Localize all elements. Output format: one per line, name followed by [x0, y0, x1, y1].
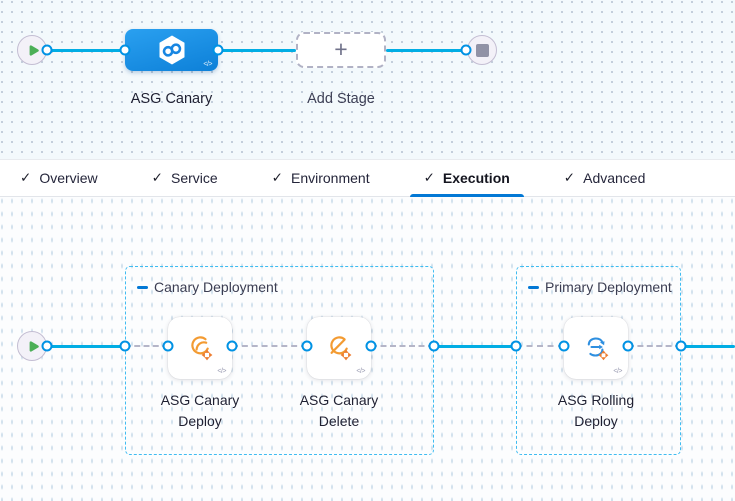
tab-execution[interactable]: ✓ Execution: [409, 160, 525, 197]
asg-canary-deploy-icon: [191, 336, 213, 361]
play-icon: [29, 44, 39, 56]
connection-point[interactable]: [460, 44, 472, 56]
step-node-asg-canary-deploy[interactable]: </>: [168, 317, 232, 379]
group-title: Canary Deployment: [154, 279, 278, 295]
group-header-primary: Primary Deployment: [528, 279, 672, 295]
asg-rolling-deploy-icon: [587, 337, 609, 361]
check-icon: ✓: [271, 170, 283, 185]
tab-label: Execution: [442, 170, 510, 186]
yaml-code-badge[interactable]: </>: [203, 61, 212, 68]
tab-label: Service: [170, 170, 218, 186]
connection-point[interactable]: [119, 340, 131, 352]
step-label-asg-canary-deploy: ASG Canary Deploy: [160, 392, 240, 429]
connection-point[interactable]: [675, 340, 687, 352]
flow-line-segment: [218, 48, 296, 52]
connection-point[interactable]: [41, 44, 53, 56]
step-group-canary-deployment: [125, 266, 434, 455]
check-icon: ✓: [20, 170, 32, 185]
connection-point[interactable]: [622, 340, 634, 352]
tab-label: Advanced: [583, 170, 646, 186]
group-title: Primary Deployment: [545, 279, 672, 295]
stage-node-asg-canary[interactable]: </>: [125, 29, 218, 71]
step-node-asg-rolling-deploy[interactable]: </>: [564, 317, 628, 379]
stage-graph-canvas[interactable]: </> + ASG Canary Add Stage: [0, 0, 735, 159]
yaml-code-badge[interactable]: </>: [613, 368, 622, 375]
tab-overview[interactable]: ✓ Overview: [6, 160, 112, 196]
tab-label: Environment: [290, 170, 370, 186]
yaml-code-badge[interactable]: </>: [217, 368, 226, 375]
tab-service[interactable]: ✓ Service: [138, 160, 232, 196]
connection-point[interactable]: [428, 340, 440, 352]
flow-line-segment: [681, 344, 735, 348]
step-group-primary-deployment: [516, 266, 681, 455]
collapse-group-icon[interactable]: [137, 285, 148, 289]
flow-line-segment: [434, 344, 516, 348]
plus-icon: +: [334, 35, 348, 62]
tab-environment[interactable]: ✓ Environment: [258, 160, 384, 196]
step-label-asg-canary-delete: ASG Canary Delete: [299, 392, 379, 429]
dashed-connector: [628, 345, 681, 347]
tab-label: Overview: [39, 170, 98, 186]
connection-point[interactable]: [558, 340, 570, 352]
stop-icon: [475, 43, 489, 57]
dashed-connector: [232, 345, 307, 347]
group-header-canary: Canary Deployment: [137, 279, 278, 295]
yaml-code-badge[interactable]: </>: [356, 368, 365, 375]
harness-hexagon-pipeline-icon: [159, 35, 184, 65]
flow-line-segment: [47, 344, 125, 348]
connection-point[interactable]: [365, 340, 377, 352]
connection-point[interactable]: [226, 340, 238, 352]
play-icon: [29, 340, 39, 352]
stage-node-label: ASG Canary: [130, 91, 213, 107]
collapse-group-icon[interactable]: [528, 285, 539, 289]
add-stage-button[interactable]: +: [296, 32, 386, 68]
check-icon: ✓: [423, 170, 435, 185]
add-stage-label: Add Stage: [307, 91, 375, 107]
step-label-asg-rolling-deploy: ASG Rolling Deploy: [557, 392, 635, 429]
dashed-connector: [371, 345, 434, 347]
check-icon: ✓: [151, 170, 163, 185]
connection-point[interactable]: [301, 340, 313, 352]
asg-canary-delete-icon: [330, 336, 352, 361]
pipeline-end-node: [467, 35, 497, 65]
connection-point[interactable]: [162, 340, 174, 352]
connection-point[interactable]: [41, 340, 53, 352]
stage-config-tabbar: ✓ Overview ✓ Service ✓ Environment ✓ Exe…: [0, 159, 735, 197]
connection-point[interactable]: [510, 340, 522, 352]
dashed-connector: [125, 345, 168, 347]
connection-point[interactable]: [119, 44, 131, 56]
dashed-connector: [516, 345, 564, 347]
connection-point[interactable]: [212, 44, 224, 56]
tab-advanced[interactable]: ✓ Advanced: [550, 160, 660, 196]
flow-line-segment: [386, 48, 466, 52]
step-node-asg-canary-delete[interactable]: </>: [307, 317, 371, 379]
execution-graph-canvas[interactable]: Canary Deployment Primary Deployment: [0, 197, 735, 501]
flow-line-segment: [47, 48, 125, 52]
check-icon: ✓: [563, 170, 576, 185]
